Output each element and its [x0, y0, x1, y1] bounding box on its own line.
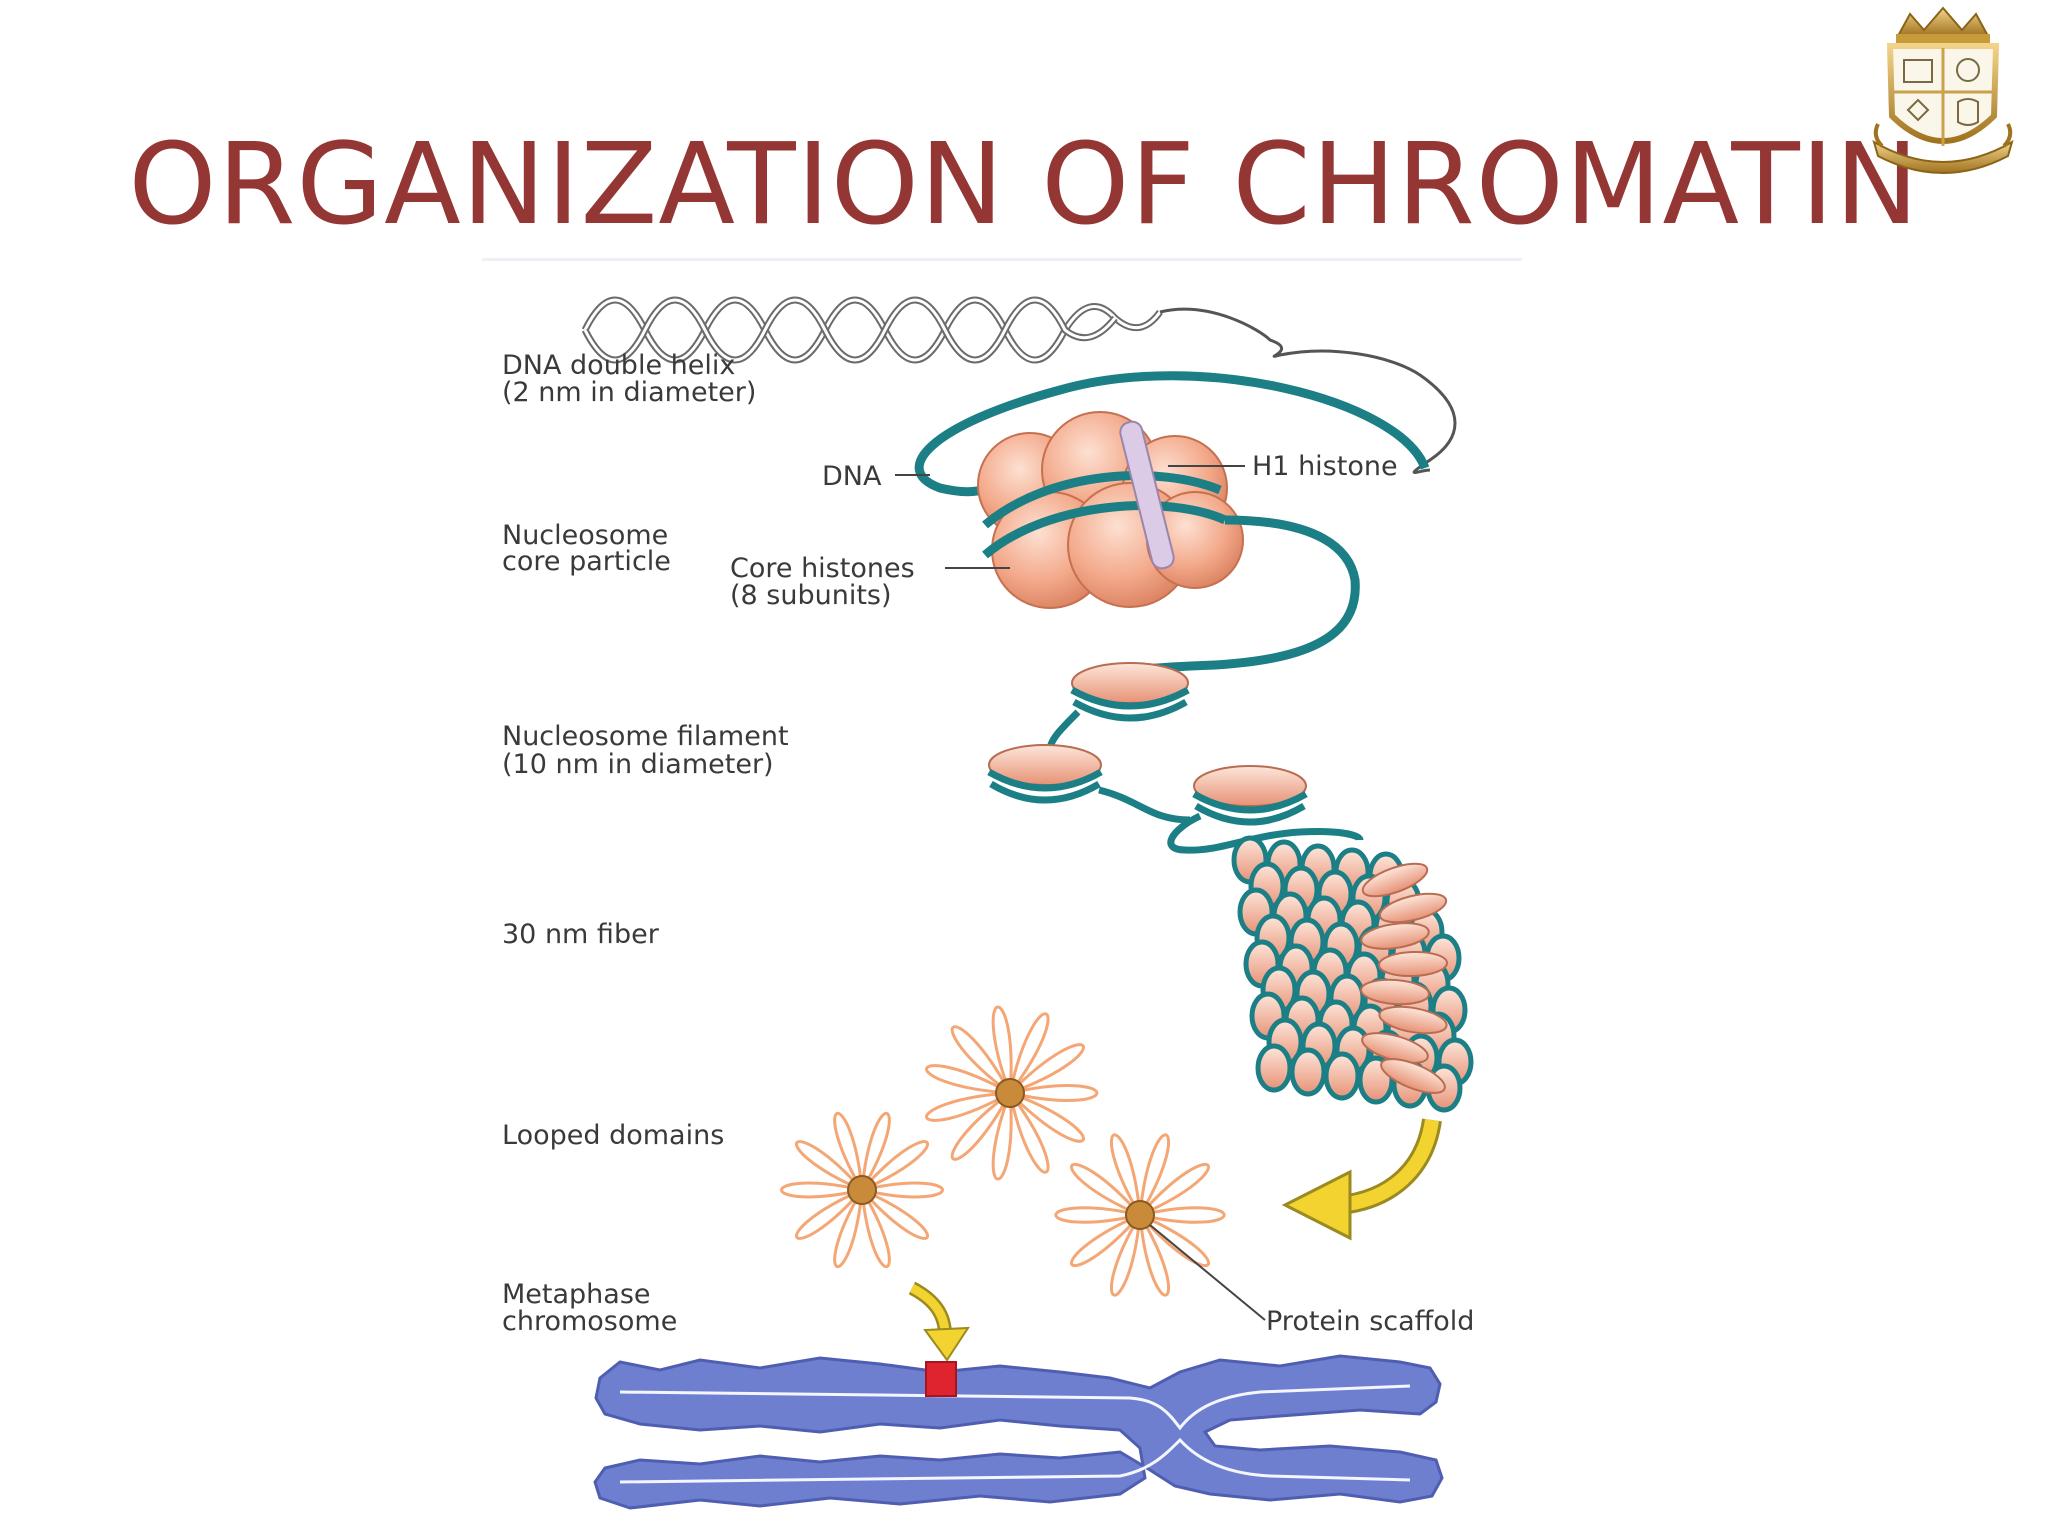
arrow-fiber-to-loops	[1281, 1118, 1442, 1241]
label-30nm-fiber: 30 nm fiber	[502, 919, 660, 950]
label-looped-domains: Looped domains	[502, 1120, 724, 1151]
chromatin-loop-1-8	[860, 1111, 891, 1191]
chromatin-loop-1-1	[860, 1188, 930, 1240]
label-metaphase-1: Metaphase	[502, 1279, 651, 1310]
chromatin-loop-0-9	[1008, 1012, 1050, 1094]
chromatin-loop-1-0	[861, 1181, 944, 1199]
chromatin-loop-0-0	[1009, 1084, 1099, 1102]
metaphase-chromosome	[593, 1354, 1444, 1510]
chromatin-loop-0-1	[1008, 1091, 1085, 1143]
protein-scaffold-core-2	[1125, 1200, 1155, 1230]
chromatin-loop-0-2	[1008, 1092, 1050, 1174]
chromatin-loop-0-4	[950, 1091, 1012, 1161]
chromatin-loop-0-3	[991, 1092, 1013, 1181]
fiber-disc-4	[1360, 978, 1430, 1006]
fiber-disc-3	[1378, 950, 1448, 978]
label-core-histones-2: (8 subunits)	[730, 580, 892, 611]
looped-domains	[780, 1005, 1226, 1297]
chromatin-loop-0-10	[1008, 1043, 1085, 1095]
chromatin-loop-0-7	[950, 1025, 1012, 1095]
crest-logo-icon	[1872, 6, 2014, 174]
nucleosome-core-particle	[914, 371, 1430, 681]
fiber-disc-5	[1378, 1005, 1448, 1035]
chromatin-loop-2-6	[1069, 1162, 1142, 1217]
chromatin-loop-2-4	[1069, 1213, 1142, 1268]
label-core-histones-1: Core histones	[730, 553, 915, 584]
chromatin-loop-2-1	[1138, 1213, 1211, 1268]
fiber-disc-1	[1378, 892, 1448, 924]
chromatin-loop-1-6	[794, 1140, 864, 1192]
label-dna-helix-1: DNA double helix	[502, 350, 735, 381]
chromatin-loop-0-5	[925, 1091, 1011, 1122]
fiber-nucleosome-48	[1323, 1051, 1361, 1101]
arrow-loops-to-chromosome	[908, 1281, 970, 1362]
label-filament-2: (10 nm in diameter)	[502, 749, 774, 780]
chromatin-loop-0-8	[991, 1005, 1013, 1094]
label-nucleosome-1: Nucleosome	[502, 520, 668, 551]
chromatin-loop-2-3	[1109, 1214, 1142, 1297]
chromatin-loop-2-2	[1138, 1214, 1171, 1297]
label-nucleosome-2: core particle	[502, 546, 671, 577]
label-filament-1: Nucleosome filament	[502, 721, 789, 752]
30nm-fiber	[1231, 835, 1474, 1113]
fiber-disc-0	[1361, 862, 1429, 898]
chromatin-loop-2-5	[1054, 1206, 1141, 1224]
chromatin-loop-2-7	[1109, 1133, 1142, 1216]
chromatin-loop-0-6	[925, 1064, 1011, 1095]
nucleosome-filament	[987, 662, 1364, 854]
fiber-nucleosome-46	[1255, 1043, 1293, 1093]
fiber-disc-2	[1360, 922, 1430, 950]
label-h1-histone: H1 histone	[1252, 451, 1398, 482]
fiber-nucleosome-47	[1289, 1047, 1327, 1097]
title-divider	[482, 258, 1522, 261]
dna-double-helix	[581, 296, 1457, 474]
slide-title: ORGANIZATION OF CHROMATIN	[128, 120, 1920, 250]
chromatin-loop-1-5	[780, 1181, 863, 1199]
chromatin-loop-2-9	[1138, 1162, 1211, 1217]
chromatin-loop-1-3	[833, 1189, 864, 1269]
chromatin-loop-1-9	[860, 1140, 930, 1192]
chromatin-loop-1-4	[794, 1188, 864, 1240]
chromatin-loop-1-2	[860, 1189, 891, 1269]
fiber-disc-7	[1380, 1058, 1446, 1094]
chromatin-loop-2-8	[1138, 1133, 1171, 1216]
protein-scaffold-core-0	[995, 1078, 1025, 1108]
label-metaphase-2: chromosome	[502, 1306, 677, 1337]
chromatin-loop-2-0	[1139, 1206, 1226, 1224]
label-protein-scaffold: Protein scaffold	[1266, 1306, 1474, 1337]
label-dna-helix-2: (2 nm in diameter)	[502, 377, 756, 408]
chromatin-loop-1-7	[833, 1111, 864, 1191]
label-dna: DNA	[822, 461, 882, 492]
protein-scaffold-core-1	[847, 1175, 877, 1205]
